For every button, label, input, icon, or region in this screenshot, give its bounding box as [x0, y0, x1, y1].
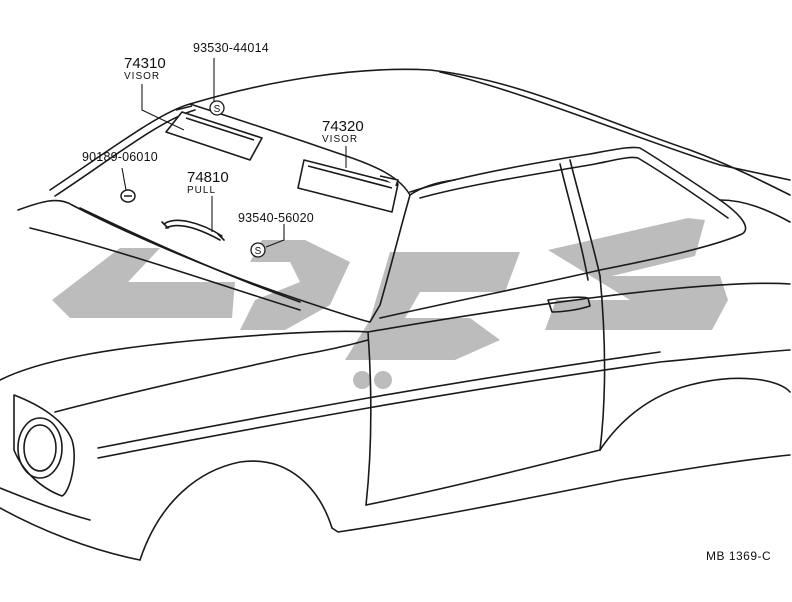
part-number-74320: 74320: [322, 118, 364, 135]
visor-74320: [297, 159, 399, 213]
screw-symbol-2: S: [250, 242, 266, 258]
part-name-74310: VISOR: [124, 71, 161, 82]
part-number-90189: 90189-06010: [82, 150, 158, 164]
svg-text:S: S: [214, 104, 221, 115]
diagram-code: MB 1369-C: [706, 549, 772, 563]
part-number-93530: 93530-44014: [193, 41, 269, 55]
pull-74810: [161, 219, 225, 241]
svg-text:S: S: [255, 246, 262, 257]
part-number-74810: 74810: [187, 169, 229, 186]
visor-74310: [165, 105, 263, 161]
leader-lines: [121, 58, 347, 248]
screw-symbol-1: S: [209, 100, 225, 116]
clip-90189: [120, 189, 136, 203]
part-name-74320: VISOR: [322, 134, 359, 145]
part-number-74310: 74310: [124, 55, 166, 72]
part-name-74810: PULL: [187, 185, 217, 196]
part-number-93540: 93540-56020: [238, 211, 314, 225]
